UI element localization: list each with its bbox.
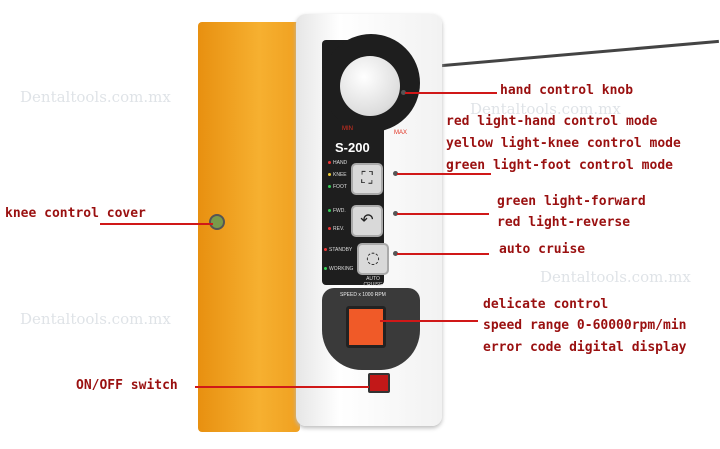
- switch-leader-line: [195, 386, 369, 388]
- dial-max: MAX: [394, 130, 408, 136]
- power-cord: [419, 39, 719, 69]
- label-yellow-light-knee: yellow light-knee control mode: [446, 136, 681, 151]
- knob-leader-line: [405, 92, 497, 94]
- label-red-light-hand: red light-hand control mode: [446, 114, 658, 129]
- cruise-leader-line: [397, 253, 489, 255]
- cruise-pointer-dot: [393, 251, 398, 256]
- led-hand: HAND: [328, 160, 347, 166]
- display-leader-line: [380, 320, 478, 322]
- model-name: S-200: [335, 140, 370, 155]
- watermark-text: Dentaltools.com.mx: [470, 100, 621, 118]
- speed-label: SPEED x 1000 RPM: [340, 292, 386, 298]
- knee-control-cover[interactable]: [209, 214, 225, 230]
- label-red-light-reverse: red light-reverse: [497, 215, 631, 230]
- mode-leader-line: [397, 173, 491, 175]
- knob-pointer-dot: [401, 90, 406, 95]
- led-foot: FOOT: [328, 184, 347, 190]
- label-error-code: error code digital display: [483, 340, 687, 355]
- auto-cruise-button[interactable]: ◌: [357, 243, 389, 275]
- watermark-text: Dentaltools.com.mx: [20, 310, 171, 328]
- label-knee-control-cover: knee control cover: [5, 206, 146, 221]
- mode-pointer-dot: [393, 171, 398, 176]
- led-rev: REV.: [328, 226, 344, 232]
- mode-icon: ⛶: [361, 168, 373, 187]
- on-off-switch[interactable]: [368, 373, 390, 393]
- dial-min: MIN: [342, 126, 353, 132]
- label-auto-cruise: auto cruise: [499, 242, 586, 257]
- direction-leader-line: [397, 213, 489, 215]
- watermark-text: Dentaltools.com.mx: [540, 268, 691, 286]
- hand-control-knob[interactable]: [340, 56, 400, 116]
- speed-display-button[interactable]: [346, 306, 386, 348]
- mode-button[interactable]: ⛶: [351, 163, 383, 195]
- direction-button[interactable]: ↶: [351, 205, 383, 237]
- label-green-light-foot: green light-foot control mode: [446, 158, 673, 173]
- led-working: WORKING: [324, 266, 353, 272]
- label-speed-range: speed range 0-60000rpm/min: [483, 318, 687, 333]
- knee-cover-leader-line: [100, 223, 213, 225]
- direction-pointer-dot: [393, 211, 398, 216]
- label-green-light-forward: green light-forward: [497, 194, 646, 209]
- label-delicate-control: delicate control: [483, 297, 609, 312]
- led-standby: STANDBY: [324, 247, 352, 253]
- label-on-off-switch: ON/OFF switch: [76, 378, 178, 393]
- label-hand-control-knob: hand control knob: [500, 83, 634, 98]
- led-knee: KNEE: [328, 172, 347, 178]
- rotate-arrow-icon: ↶: [360, 210, 374, 229]
- cruise-icon: ◌: [366, 248, 380, 267]
- auto-cruise-caption: AUTO CRUISE: [363, 276, 383, 288]
- watermark-text: Dentaltools.com.mx: [20, 88, 171, 106]
- led-fwd: FWD.: [328, 208, 346, 214]
